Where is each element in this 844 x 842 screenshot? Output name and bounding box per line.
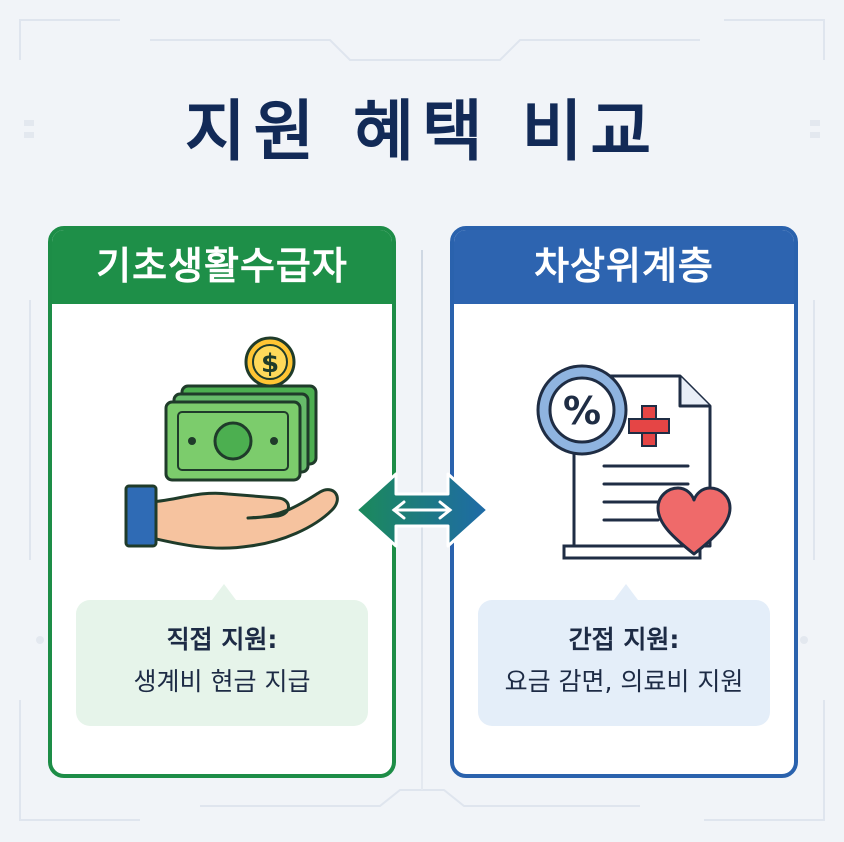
svg-text:$: $ (261, 349, 279, 379)
basic-livelihood-card: 기초생활수급자 $ 직접 지원: 생계비 현금 지급 (48, 226, 396, 778)
bubble-description: 요금 감면, 의료비 지원 (504, 667, 744, 696)
svg-text:%: % (563, 389, 601, 433)
bubble-tail (212, 584, 236, 600)
bubble-tail (614, 584, 638, 600)
discount-medical-document-icon: % (536, 364, 732, 560)
bubble-title: 간접 지원: (568, 625, 680, 654)
direct-support-bubble: 직접 지원: 생계비 현금 지급 (76, 584, 368, 726)
card-header-basic-livelihood: 기초생활수급자 (52, 230, 392, 304)
indirect-support-bubble: 간접 지원: 요금 감면, 의료비 지원 (478, 584, 770, 726)
double-arrow-icon (354, 472, 490, 548)
bubble-description: 생계비 현금 지급 (133, 667, 311, 696)
near-poverty-card: 차상위계층 % 간접 지원: 요금 감면, 의료비 지원 (450, 226, 798, 778)
card-header-near-poverty: 차상위계층 (454, 230, 794, 304)
page-title: 지원 혜택 비교 (184, 93, 660, 170)
cash-in-hand-icon: $ (124, 336, 339, 550)
bubble-title: 직접 지원: (166, 625, 278, 654)
